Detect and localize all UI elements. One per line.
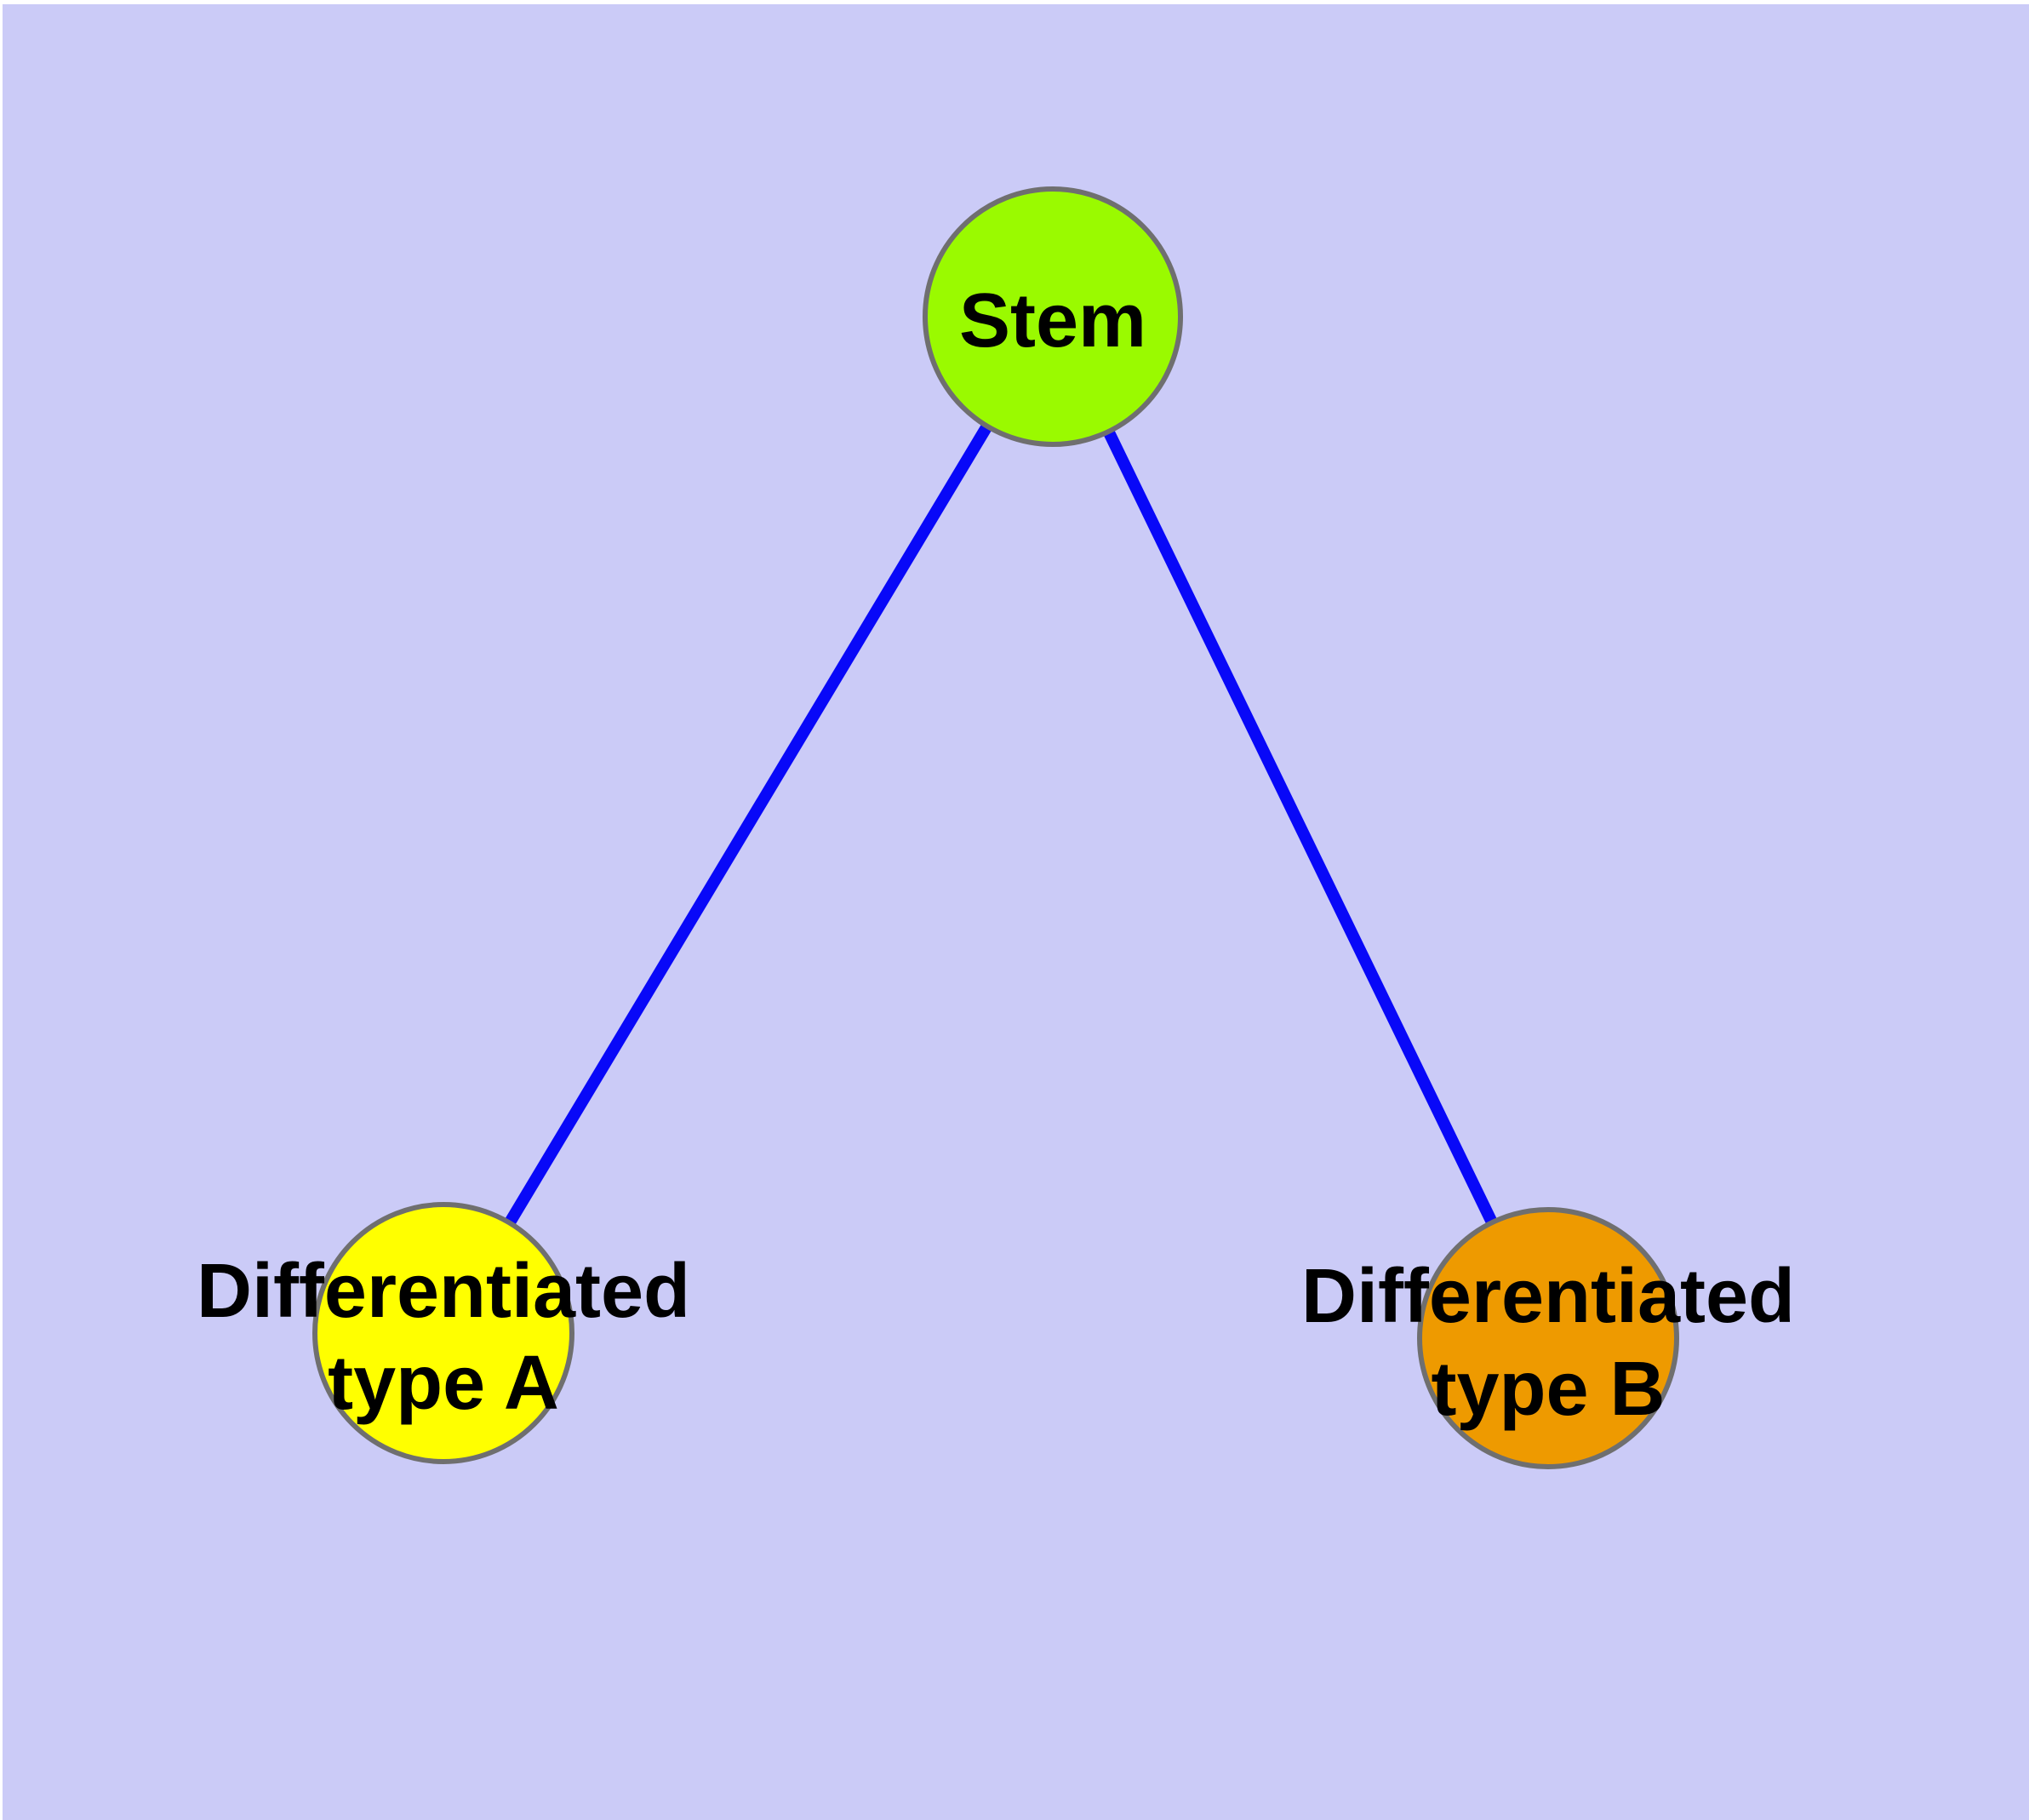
node-differentiated-type-b-label-line1: Differentiated — [1301, 1254, 1795, 1339]
node-stem-circle[interactable] — [923, 186, 1183, 447]
edge-stem-to-type-a — [437, 311, 1059, 1339]
node-differentiated-type-a-label-line1: Differentiated — [197, 1249, 690, 1334]
node-differentiated-type-a[interactable]: Differentiated type A — [197, 1202, 690, 1464]
node-stem-label: Stem — [959, 278, 1146, 363]
node-differentiated-type-b-circle[interactable] — [1417, 1207, 1679, 1469]
node-differentiated-type-b[interactable]: Differentiated type B — [1301, 1207, 1795, 1469]
node-differentiated-type-b-label-line2: type B — [1431, 1347, 1665, 1432]
node-stem[interactable]: Stem — [923, 186, 1183, 447]
edge-stem-to-type-b — [1047, 311, 1554, 1344]
node-differentiated-type-a-circle[interactable] — [312, 1202, 574, 1464]
node-differentiated-type-a-label-line2: type A — [328, 1341, 559, 1426]
